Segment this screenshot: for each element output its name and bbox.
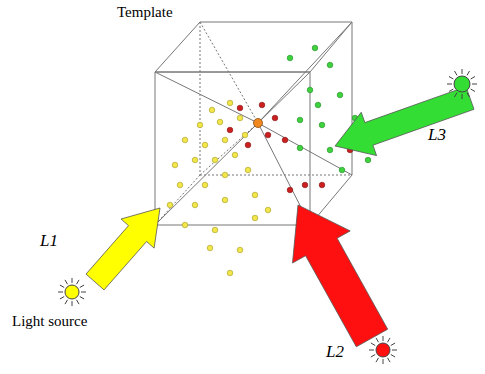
dot: [327, 147, 333, 153]
sample-dots: [167, 45, 371, 276]
dot: [212, 157, 218, 163]
dot: [217, 119, 223, 125]
template-cube: [155, 22, 352, 225]
dot: [177, 182, 183, 188]
dot: [202, 182, 208, 188]
center-dot: [254, 119, 263, 128]
dot: [315, 102, 321, 108]
source-label: Light source: [12, 313, 87, 330]
dot: [182, 137, 188, 143]
dot: [252, 192, 258, 198]
dot: [192, 202, 198, 208]
light-arrow: [293, 205, 388, 347]
dot: [327, 62, 333, 68]
dot: [252, 215, 258, 221]
dot: [192, 157, 198, 163]
light-arrows: [86, 87, 474, 347]
dot: [287, 55, 293, 61]
dot: [337, 92, 343, 98]
dot: [297, 145, 303, 151]
light-name: L2: [326, 343, 344, 362]
dot: [339, 167, 345, 173]
light-name: L1: [40, 232, 58, 251]
dot: [209, 107, 215, 113]
dot: [222, 197, 228, 203]
dot: [227, 100, 233, 106]
dot: [212, 227, 218, 233]
dot: [259, 102, 265, 108]
dot: [167, 202, 173, 208]
dot: [245, 142, 251, 148]
dot: [242, 132, 248, 138]
dot: [222, 172, 228, 178]
dot: [207, 245, 213, 251]
dot: [307, 87, 313, 93]
dot: [227, 127, 233, 133]
light-arrow: [335, 87, 474, 156]
dot: [265, 207, 271, 213]
dot: [202, 142, 208, 148]
dot: [182, 222, 188, 228]
dot: [302, 182, 308, 188]
light-name: L3: [428, 126, 446, 145]
dot: [365, 157, 371, 163]
dot: [312, 45, 318, 51]
light-sources: [58, 69, 477, 364]
dot: [287, 187, 293, 193]
dot: [245, 167, 251, 173]
title-label: Template: [117, 4, 173, 21]
sun-symbol: [58, 278, 86, 306]
dot: [237, 115, 243, 121]
dot: [272, 115, 278, 121]
dot: [237, 105, 243, 111]
dot: [297, 117, 303, 123]
dot: [265, 132, 271, 138]
dot: [237, 247, 243, 253]
dot: [232, 152, 238, 158]
dot: [227, 270, 233, 276]
dot: [197, 122, 203, 128]
light-arrow: [86, 208, 160, 290]
dot: [319, 182, 325, 188]
sun-symbol: [447, 69, 477, 99]
dot: [222, 137, 228, 143]
dot: [319, 122, 325, 128]
dot: [282, 137, 288, 143]
sun-symbol: [369, 336, 397, 364]
dot: [172, 162, 178, 168]
